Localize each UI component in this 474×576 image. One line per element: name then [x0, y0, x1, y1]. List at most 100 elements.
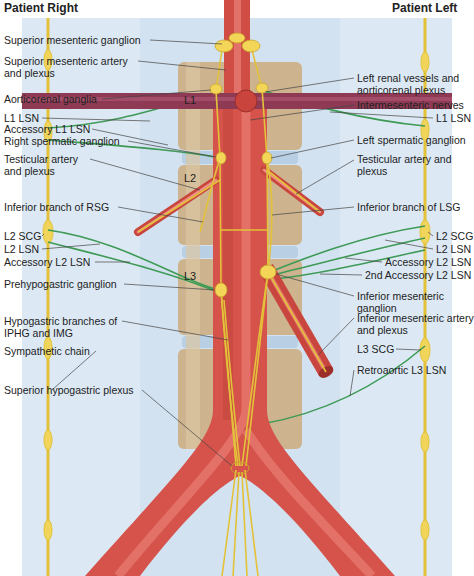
leader-lines-part	[272, 207, 354, 215]
autonomic-nerves-part	[242, 272, 268, 466]
side-heading: Patient Left	[392, 2, 472, 14]
ganglia-part	[242, 40, 260, 52]
leader-lines-part	[296, 160, 354, 194]
vertebral-column-part	[186, 62, 200, 449]
inferior-mesenteric-artery-part	[266, 268, 326, 372]
anatomy-label: Left spermatic ganglion	[357, 134, 474, 146]
anatomy-label: Left renal vessels and aorticorenal plex…	[357, 72, 474, 96]
sympathetic-chain-part	[420, 338, 430, 362]
leader-lines-part	[150, 40, 222, 44]
leader-lines-part	[142, 390, 232, 466]
anatomy-label: 2nd Accessory L2 LSN	[365, 269, 474, 281]
anatomy-label: Sympathetic chain	[4, 345, 174, 357]
autonomic-nerves-part	[242, 472, 247, 576]
autonomic-nerves-part	[233, 472, 239, 576]
anatomy-label: Intermesenteric nerves	[357, 99, 474, 111]
aorta-part	[85, 100, 395, 576]
anatomy-label: L2 LSN	[436, 243, 474, 255]
leader-lines-part	[330, 112, 433, 118]
autonomic-nerves-part	[245, 470, 258, 576]
autonomic-nerves	[138, 50, 326, 576]
sympathetic-chain-part	[44, 430, 52, 450]
autonomic-nerves-part	[216, 90, 236, 466]
anatomy-label: L2 SCG	[4, 230, 174, 242]
sympathetic-chain-part	[421, 520, 429, 540]
ganglia-part	[210, 84, 222, 94]
anatomy-label: Testicular artery and plexus	[357, 153, 457, 177]
renal-vessels-part	[235, 90, 257, 112]
autonomic-nerves-part	[267, 158, 272, 272]
vertebra-label: L3	[184, 270, 214, 282]
ganglia	[210, 33, 276, 474]
anatomy-label: Superior mesenteric ganglion	[4, 34, 174, 46]
sympathetic-chain-part	[44, 520, 52, 540]
ganglia-part	[215, 40, 233, 52]
anatomy-label: L2 SCG	[436, 230, 474, 242]
autonomic-nerves-part	[221, 290, 238, 466]
sympathetic-chain-part	[421, 432, 429, 452]
vertebra-label: L1	[184, 94, 214, 106]
anatomy-label: Aorticorenal ganglia	[4, 93, 174, 105]
ganglia-part	[215, 283, 227, 297]
ganglia-part	[231, 462, 249, 474]
leader-lines-part	[276, 274, 354, 296]
ganglia-part	[262, 152, 272, 164]
sympathetic-chain-part	[421, 52, 429, 72]
leader-lines-part	[271, 140, 354, 158]
leader-lines-part	[122, 321, 228, 340]
ganglia-part	[260, 265, 276, 279]
anatomy-label: Superior hypogastric plexus	[4, 384, 174, 396]
autonomic-nerves-part	[200, 158, 220, 232]
vertebra-label: L2	[184, 172, 214, 184]
leader-lines-part	[320, 274, 362, 275]
anatomy-label: Accessory L2 LSN	[4, 256, 174, 268]
ganglia-part	[216, 152, 226, 164]
anatomy-label: L2 LSN	[4, 243, 174, 255]
leader-lines-part	[42, 234, 44, 236]
leader-lines-part	[350, 370, 354, 396]
leader-lines-part	[318, 318, 354, 355]
anatomy-label: L3 SCG	[357, 343, 474, 355]
anatomy-label: Inferior mesenteric artery and plexus	[357, 312, 474, 336]
leader-lines-part	[396, 349, 421, 350]
autonomic-nerves-part	[138, 180, 220, 232]
anatomy-label: Testicular artery and plexus	[4, 153, 96, 177]
anatomy-label: Right spermatic ganglion	[4, 135, 174, 147]
leader-lines-part	[90, 159, 200, 190]
anatomy-label: Superior mesenteric artery and plexus	[4, 55, 140, 79]
anatomy-label: Retroaortic L3 LSN	[357, 364, 474, 376]
leader-lines-part	[265, 78, 354, 92]
leader-lines-part	[345, 258, 382, 262]
anatomy-label: Accessory L1 LSN	[4, 123, 174, 135]
testicular-arteries	[138, 170, 320, 232]
aorta-part	[246, 430, 372, 576]
autonomic-nerves-part	[220, 229, 268, 231]
superior-mesenteric-artery-part	[234, 0, 241, 96]
anatomy-label: Accessory L2 LSN	[385, 256, 474, 268]
leader-lines-part	[124, 284, 215, 290]
leader-lines-part	[95, 262, 130, 263]
inferior-mesenteric-artery	[266, 268, 335, 380]
anatomy-label: L1 LSN	[4, 112, 174, 124]
leader-lines-part	[118, 207, 203, 222]
ganglia-part	[229, 33, 245, 43]
anatomy-label: Inferior branch of LSG	[357, 201, 474, 213]
leader-lines-part	[428, 232, 433, 236]
autonomic-nerves-part	[267, 170, 320, 212]
autonomic-nerves-part	[268, 272, 326, 372]
autonomic-nerves-part	[224, 300, 240, 466]
side-heading: Patient Right	[4, 2, 124, 14]
anatomy-label: Inferior mesenteric ganglion	[357, 290, 474, 314]
leader-lines-part	[385, 240, 433, 249]
anatomy-label: Hypogastric branches of IPHG and IMG	[4, 315, 129, 339]
aorta-part	[118, 100, 246, 576]
sympathetic-chain-part	[43, 220, 53, 244]
autonomic-nerves-part	[252, 50, 262, 88]
leader-lines-part	[42, 118, 150, 121]
anatomy-label: Prehypogastric ganglion	[4, 278, 174, 290]
leader-lines-part	[42, 244, 100, 249]
lumbar-splanchnic-nerves-part	[262, 346, 425, 424]
anatomy-label: Inferior branch of RSG	[4, 201, 174, 213]
